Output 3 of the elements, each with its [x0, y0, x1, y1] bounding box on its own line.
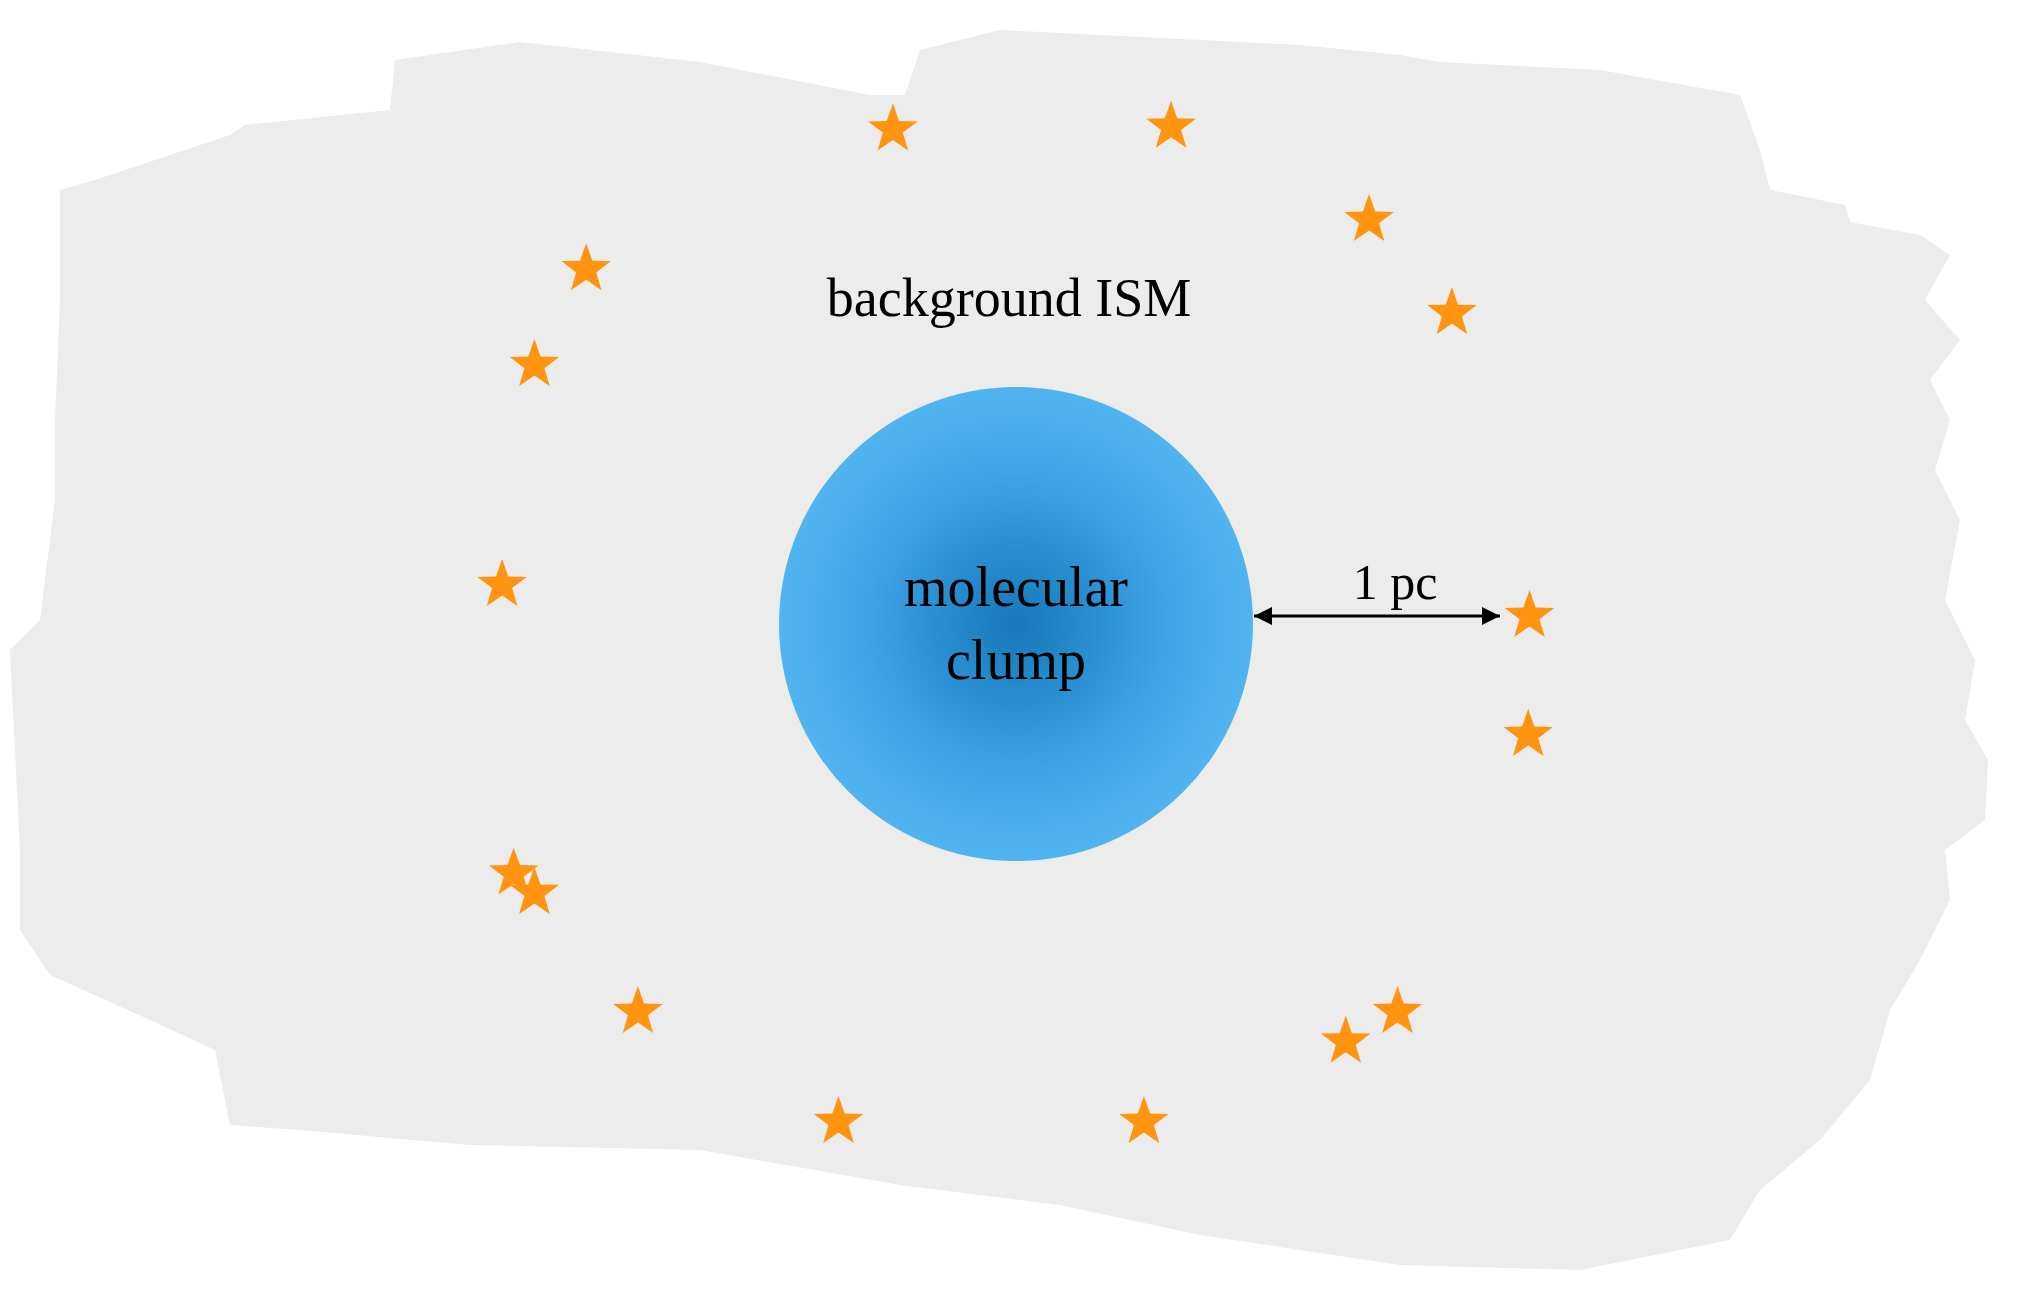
node-label: molecular clump: [903, 555, 1129, 693]
region-label: background ISM: [826, 267, 1192, 329]
dimension-label: 1 pc: [1352, 553, 1438, 611]
